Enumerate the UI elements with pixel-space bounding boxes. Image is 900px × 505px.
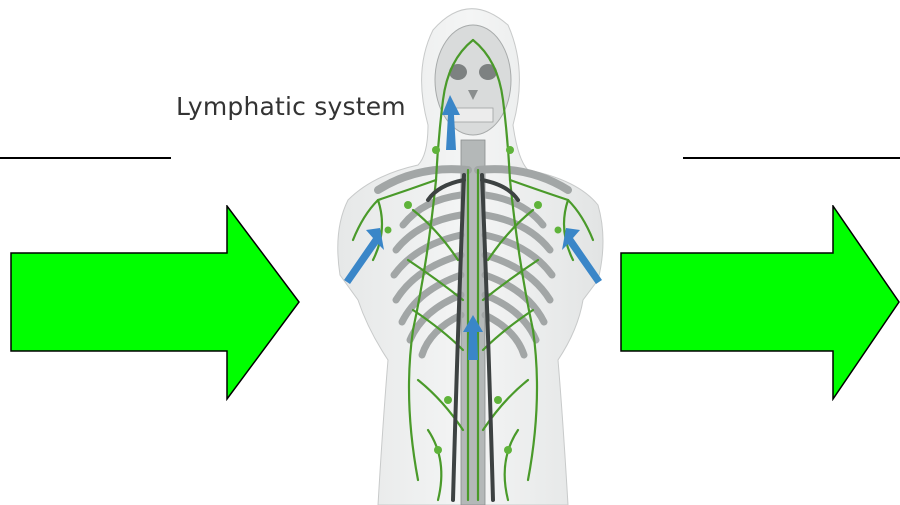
right-arrow-icon bbox=[10, 205, 302, 401]
diagram-title: Lymphatic system bbox=[176, 92, 406, 121]
blank-answer-line-left bbox=[0, 157, 171, 159]
lymphatic-system-illustration bbox=[318, 0, 618, 505]
blank-answer-line-right bbox=[683, 157, 900, 159]
right-arrow-icon bbox=[620, 205, 900, 401]
